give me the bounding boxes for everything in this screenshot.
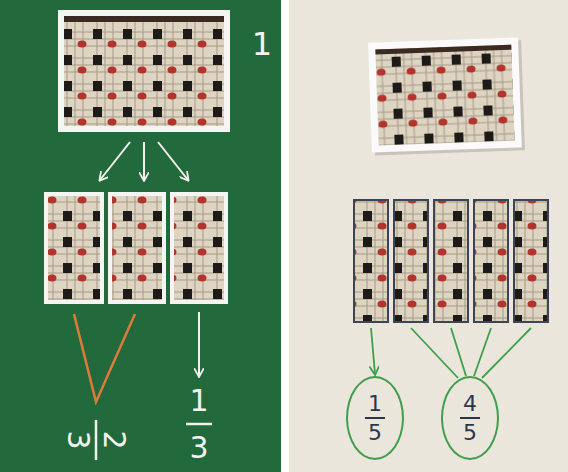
fraction-numerator: 2 bbox=[99, 430, 129, 449]
circled-fraction: 45 bbox=[441, 376, 499, 460]
fraction-denominator: 3 bbox=[189, 433, 208, 463]
marker-lines bbox=[371, 328, 531, 378]
cake-pieces bbox=[44, 192, 228, 304]
fraction-denominator: 3 bbox=[63, 430, 93, 449]
fraction-numerator: 1 bbox=[189, 386, 208, 416]
cake-photo bbox=[58, 10, 230, 132]
chalk-arrows bbox=[100, 142, 188, 180]
fraction-numerator: 4 bbox=[463, 392, 477, 415]
cake-photo bbox=[368, 37, 525, 155]
chalk-bracket bbox=[74, 314, 135, 402]
fraction-numerator: 1 bbox=[368, 392, 382, 415]
cake-strips bbox=[354, 200, 548, 322]
circled-fraction: 15 bbox=[346, 376, 404, 460]
whole-number: 1 bbox=[252, 28, 272, 60]
fraction-bar bbox=[460, 417, 480, 419]
whiteboard bbox=[289, 0, 568, 472]
fraction-denominator: 5 bbox=[463, 421, 477, 444]
fraction-bar bbox=[186, 423, 212, 426]
chalk-arrow bbox=[198, 312, 200, 376]
fraction-denominator: 5 bbox=[368, 421, 382, 444]
fraction-bar bbox=[95, 420, 98, 460]
chalkboard bbox=[0, 0, 281, 472]
fraction-bar bbox=[365, 417, 385, 419]
